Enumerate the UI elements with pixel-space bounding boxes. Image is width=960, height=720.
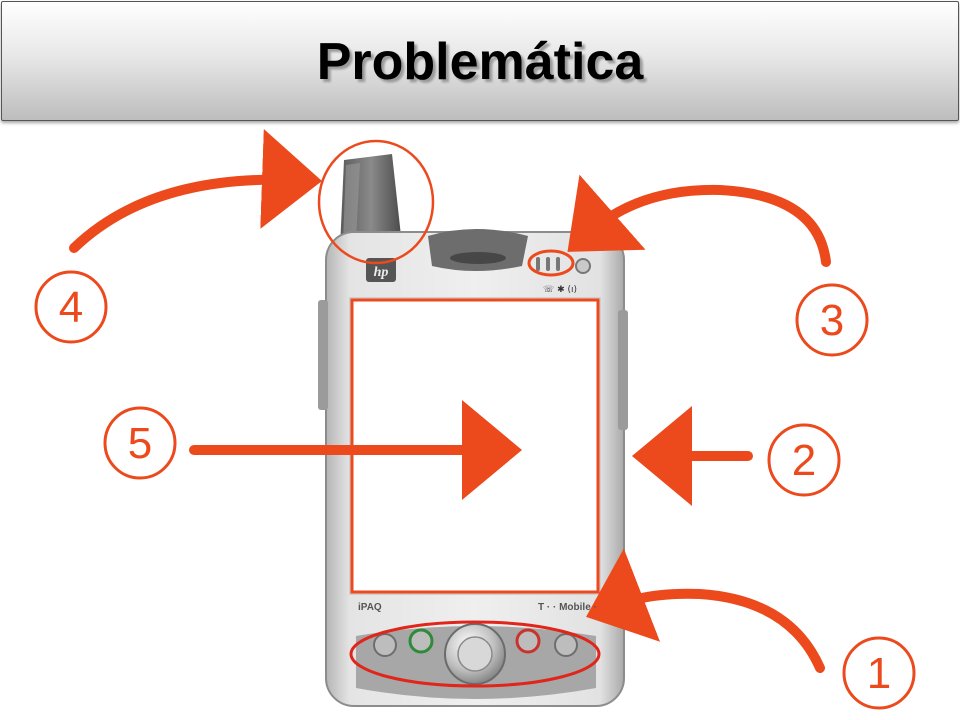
callout-circle-2 — [767, 423, 841, 497]
callout-circle-4 — [34, 270, 108, 344]
device-carrier-label: T · · Mobile · — [538, 602, 597, 613]
title-bar: Problemática — [1, 1, 959, 121]
arrow-4 — [69, 128, 322, 253]
callout-circles — [34, 270, 916, 710]
callout-circle-1 — [842, 636, 916, 710]
callout-number-4: 4 — [58, 283, 84, 332]
callout-circle-5 — [103, 406, 177, 480]
buttons-highlight-ellipse — [349, 620, 601, 688]
annotation-arrows — [69, 128, 831, 673]
slide-title: Problemática — [316, 33, 644, 91]
antenna — [340, 154, 402, 248]
callout-number-3: 3 — [819, 296, 845, 345]
callout-circle-3 — [795, 283, 869, 357]
leds-highlight-ellipse — [527, 249, 575, 277]
callout-number-1: 1 — [866, 649, 892, 698]
arrow-3 — [567, 174, 831, 267]
callout-number-2: 2 — [791, 436, 817, 485]
arrow-1 — [586, 548, 825, 673]
device-model-label: iPAQ — [358, 602, 382, 613]
svg-text:☏ ✱ (ı): ☏ ✱ (ı) — [543, 285, 577, 295]
svg-text:hp: hp — [374, 265, 389, 280]
callout-number-5: 5 — [127, 419, 153, 468]
